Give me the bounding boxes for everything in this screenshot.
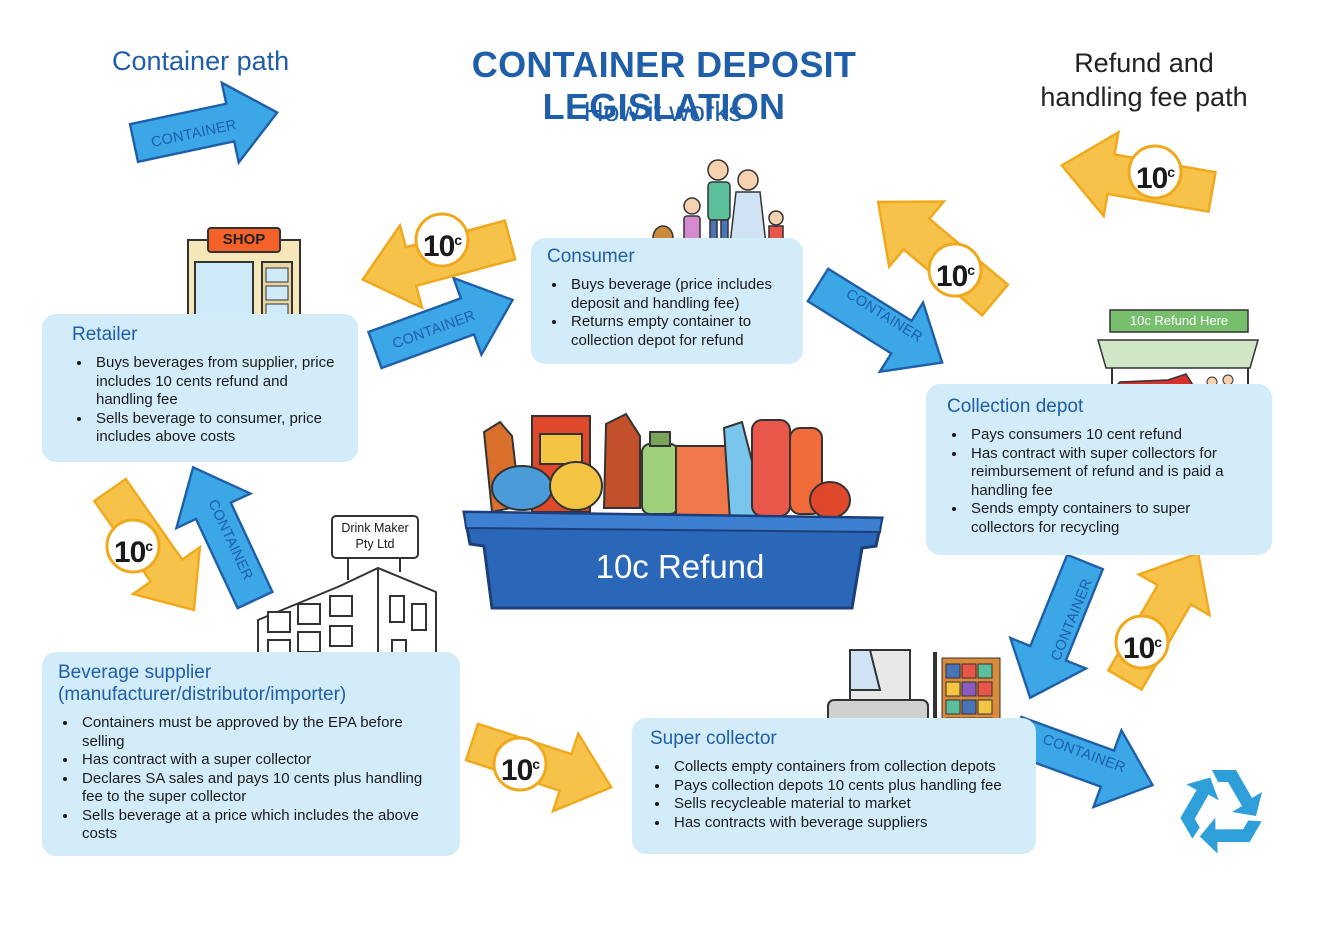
consumer-list: Buys beverage (price includes deposit an… [547, 276, 803, 350]
list-item: Buys beverages from supplier, price incl… [92, 354, 340, 410]
bottles-icon [482, 412, 851, 522]
list-item: Has contracts with beverage suppliers [670, 814, 1036, 833]
page-subtitle: How it works [583, 96, 743, 127]
retailer-title: Retailer [72, 324, 138, 345]
super-collector-title: Super collector [650, 728, 777, 749]
container-arrow-depot-to-collector [991, 545, 1125, 715]
coin-label: 10c [1135, 162, 1175, 195]
consumer-box: Consumer Buys beverage (price includes d… [531, 238, 803, 364]
list-item: Declares SA sales and pays 10 cents plus… [78, 770, 444, 807]
beverage-supplier-title: Beverage supplier (manufacturer/distribu… [58, 662, 347, 705]
coin-icon [1114, 614, 1170, 670]
collection-depot-title: Collection depot [947, 396, 1084, 417]
legend-container-path: Container path [112, 46, 290, 76]
list-item: Has contract with super collectors for r… [967, 445, 1250, 501]
coin-icon [1127, 144, 1183, 200]
drink-maker-sign: Drink Maker Pty Ltd [341, 521, 409, 551]
refund-arrow-collector-to-depot [1088, 531, 1235, 702]
list-item: Sells beverage to consumer, price includ… [92, 410, 340, 447]
recycle-icon [1180, 770, 1262, 854]
coin-icon [105, 518, 161, 574]
super-collector-box: Super collector Collects empty container… [632, 718, 1036, 854]
list-item: Returns empty container to collection de… [567, 313, 803, 350]
bin-label: 10c Refund [595, 548, 765, 585]
list-item: Sells beverage at a price which includes… [78, 807, 444, 844]
list-item: Sells recycleable material to market [670, 795, 1036, 814]
coin-label: 10c [422, 230, 462, 263]
coin-label: 10c [113, 536, 153, 569]
list-item: Pays collection depots 10 cents plus han… [670, 777, 1036, 796]
collection-depot-list: Pays consumers 10 cent refund Has contra… [947, 426, 1272, 537]
retailer-box: Retailer Buys beverages from supplier, p… [42, 314, 358, 462]
list-item: Containers must be approved by the EPA b… [78, 714, 444, 751]
refund-bin [462, 510, 884, 610]
super-collector-list: Collects empty containers from collectio… [650, 758, 1036, 832]
coin-label: 10c [1122, 632, 1162, 665]
retailer-list: Buys beverages from supplier, price incl… [72, 354, 358, 447]
list-item: Collects empty containers from collectio… [670, 758, 1036, 777]
coin-icon [492, 736, 548, 792]
legend-refund-path: Refund and handling fee path [1040, 48, 1248, 112]
beverage-supplier-box: Beverage supplier (manufacturer/distribu… [42, 652, 460, 856]
coin-icon [927, 242, 983, 298]
list-item: Pays consumers 10 cent refund [967, 426, 1250, 445]
list-item: Has contract with a super collector [78, 751, 444, 770]
shop-sign: SHOP [222, 231, 266, 248]
page-title: CONTAINER DEPOSIT LEGISLATION [471, 44, 857, 127]
beverage-supplier-list: Containers must be approved by the EPA b… [58, 714, 460, 844]
coin-icon [414, 212, 470, 268]
collection-depot-box: Collection depot Pays consumers 10 cent … [926, 384, 1272, 555]
list-item: Sends empty containers to super collecto… [967, 500, 1250, 537]
coin-label: 10c [500, 754, 540, 787]
list-item: Buys beverage (price includes deposit an… [567, 276, 803, 313]
refund-here-sign: 10c Refund Here [1129, 313, 1229, 328]
coin-label: 10c [935, 260, 975, 293]
consumer-title: Consumer [547, 246, 635, 267]
